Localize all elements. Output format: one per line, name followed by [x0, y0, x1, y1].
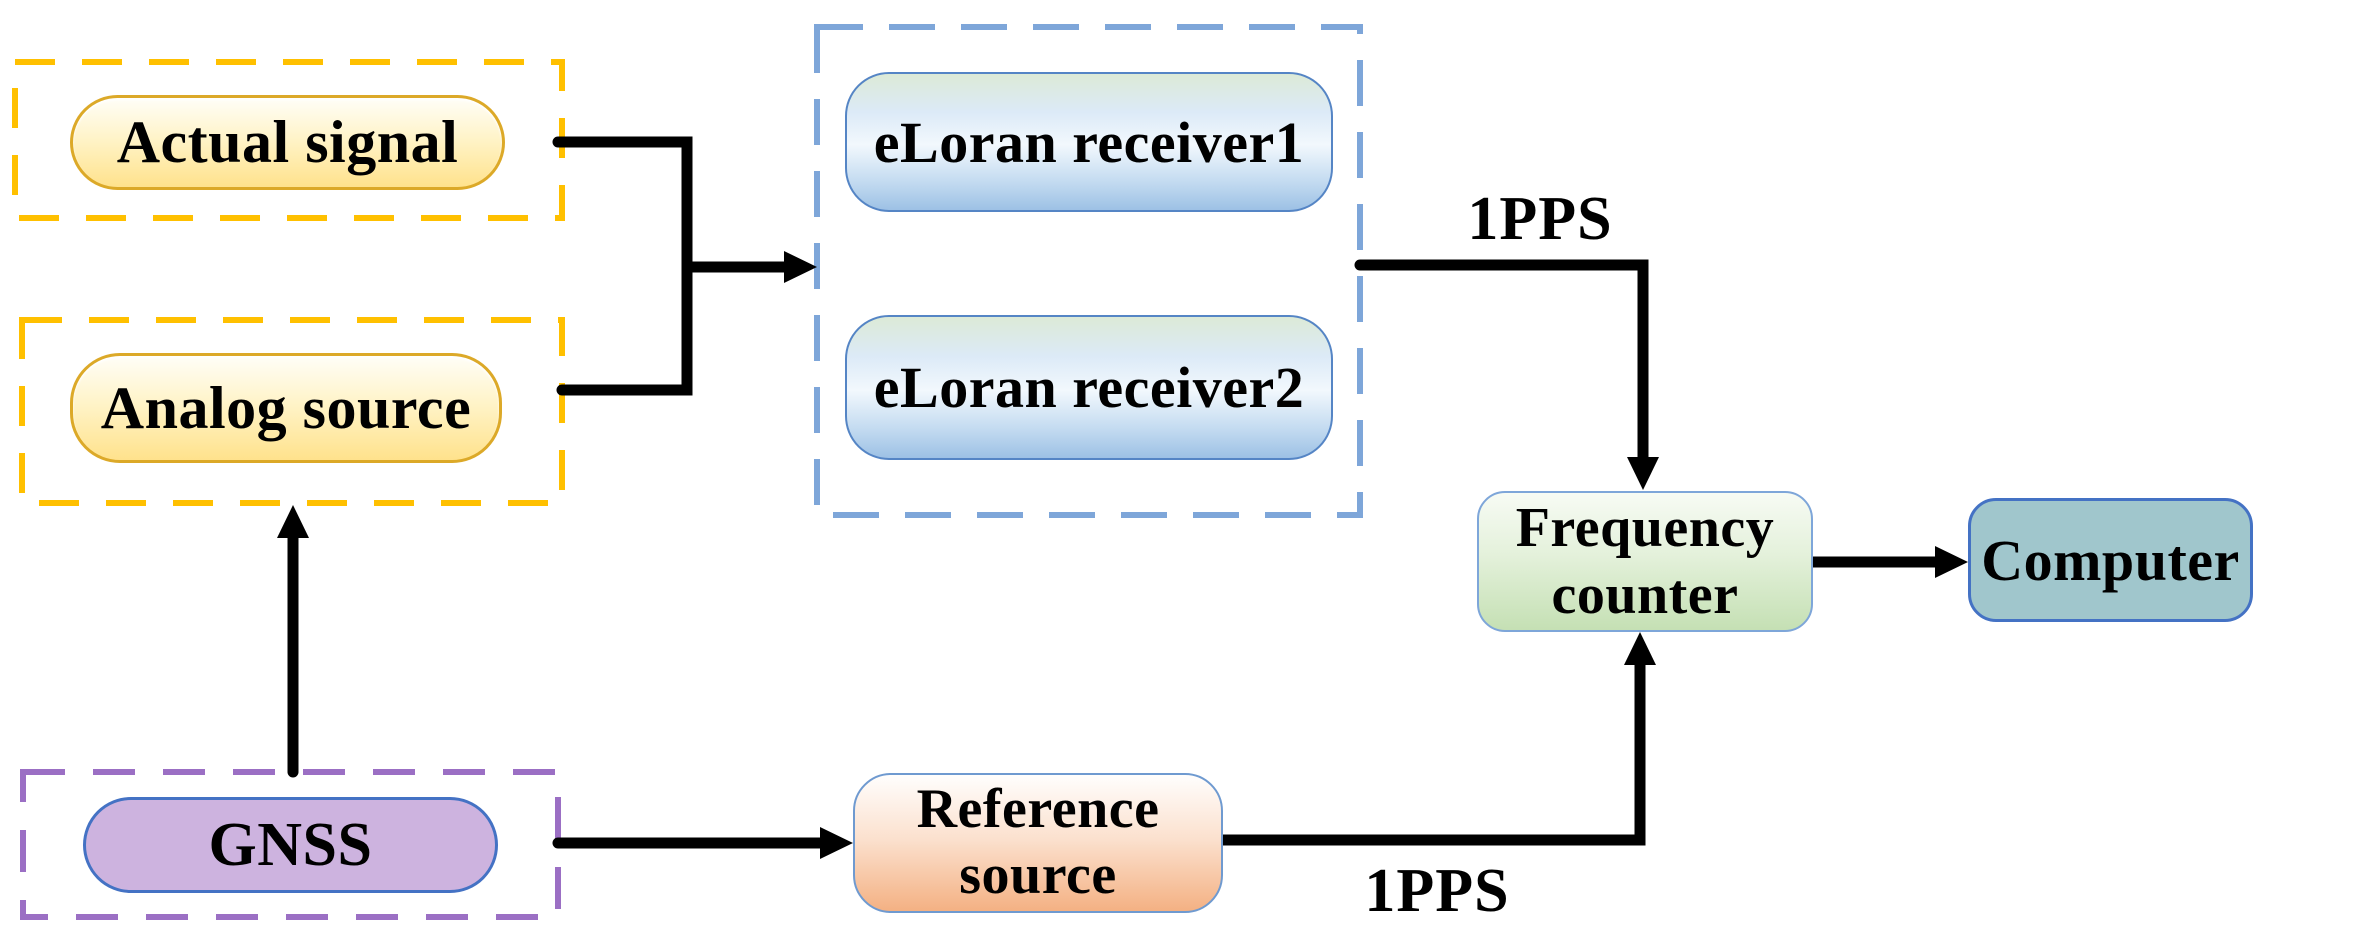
group-outline-gnss [20, 769, 561, 920]
node-gnss-label: GNSS [208, 810, 373, 879]
edge-label-pps-top: 1PPS [1467, 185, 1613, 253]
node-computer: Computer [1968, 498, 2253, 622]
node-gnss: GNSS [83, 797, 498, 893]
node-analog-source: Analog source [70, 353, 502, 463]
node-actual-signal-label: Actual signal [116, 109, 459, 175]
edge-label-pps-bottom: 1PPS [1364, 857, 1510, 925]
node-eloran-receiver2-label: eLoran receiver2 [873, 355, 1305, 420]
node-frequency-counter-label-line1: Frequency [1515, 497, 1775, 560]
node-reference-source: Reference source [853, 773, 1223, 913]
node-analog-source-label: Analog source [100, 374, 472, 441]
group-outline-analog-source [19, 317, 565, 506]
node-eloran-receiver1: eLoran receiver1 [845, 72, 1333, 212]
edge-signal-merge-bracket [552, 136, 693, 396]
group-outline-eloran-receivers [814, 24, 1363, 518]
node-actual-signal: Actual signal [70, 95, 505, 190]
node-frequency-counter-label-line2: counter [1551, 563, 1739, 626]
node-reference-source-label-line1: Reference [916, 778, 1160, 841]
edge-eloran-to-frequency-counter [1354, 259, 1659, 490]
node-reference-source-label-line2: source [959, 844, 1117, 906]
node-frequency-counter: Frequency counter [1477, 491, 1813, 632]
node-computer-label: Computer [1981, 527, 2240, 593]
node-eloran-receiver1-label: eLoran receiver1 [873, 109, 1305, 175]
edge-reference-to-frequency-counter [1217, 632, 1656, 846]
node-eloran-receiver2: eLoran receiver2 [845, 315, 1333, 460]
